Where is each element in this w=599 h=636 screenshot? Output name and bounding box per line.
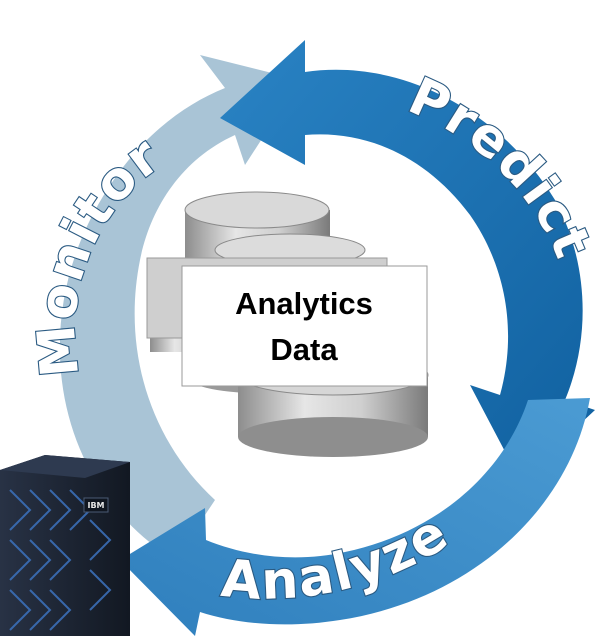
center-line-2: Data (270, 332, 338, 367)
analyze-arrow (120, 398, 590, 636)
server-rack-icon: IBM (0, 455, 130, 636)
monitor-arrow (59, 55, 300, 560)
ibm-logo: IBM (87, 501, 104, 510)
predict-arrow (220, 40, 595, 480)
analytics-data-box: Analytics Data (146, 257, 428, 387)
center-line-1: Analytics (235, 286, 373, 321)
